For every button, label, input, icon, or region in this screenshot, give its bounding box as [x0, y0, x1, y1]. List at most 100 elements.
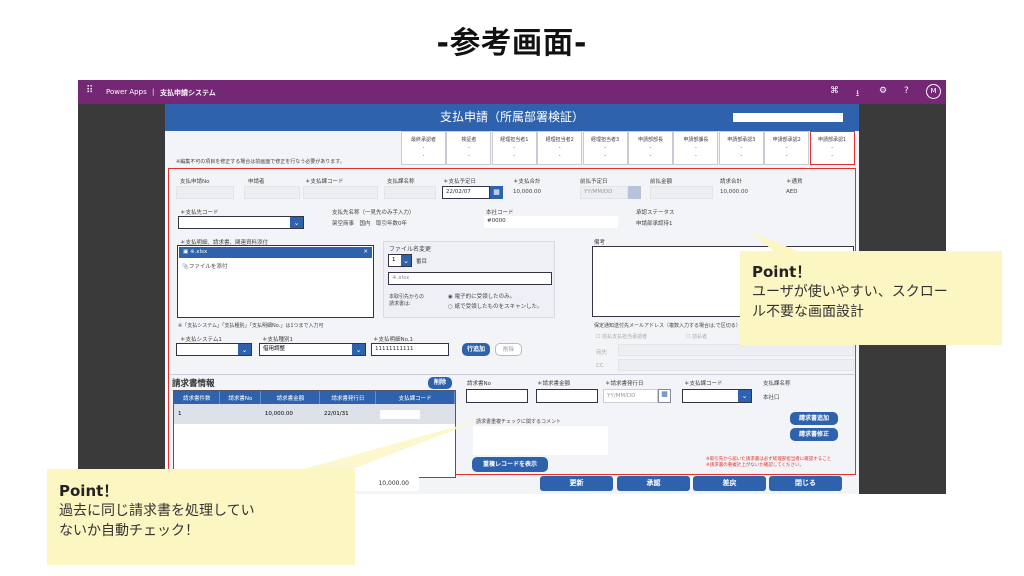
approval-role: 経理担当者3 [591, 137, 620, 143]
approval-column: 申請部課長-- [673, 131, 719, 165]
close-button[interactable]: 閉じる [769, 476, 842, 491]
mail-check-2[interactable]: ☐ 前払者 [686, 334, 708, 340]
paperclip-icon: 📎 [182, 264, 189, 270]
help-icon[interactable]: ? [904, 86, 909, 96]
cc-label: CC [596, 363, 604, 369]
approval-role: 申請部課長 [683, 137, 709, 143]
system-name: 支払申請システム [160, 89, 216, 97]
top-bar: ⠿ Power Apps | 支払申請システム ⌘ ⭳ ⚙ ? M [78, 80, 946, 104]
detail-no-input[interactable]: 11111111111 [371, 343, 449, 356]
add-file-link[interactable]: 📎ファイルを添付 [182, 264, 228, 270]
approval-column: 経理担当者1-- [491, 131, 537, 165]
invoice-date-input[interactable]: YY/MM/DD [603, 389, 658, 403]
field-label: 前払予定日 [580, 179, 608, 185]
mail-label: 保定通知送付先メールアドレス（複数入力する場合は;で区切る） [594, 323, 741, 329]
waffle-icon[interactable]: ⠿ [86, 85, 94, 96]
calendar-icon[interactable]: ▦ [658, 389, 671, 403]
update-button[interactable]: 更新 [540, 476, 613, 491]
invoice-delete-button[interactable]: 削除 [428, 377, 452, 389]
table-cell: 22/01/31 [323, 411, 349, 417]
field-label: 申請者 [248, 179, 265, 185]
callout-tail-2 [300, 420, 480, 470]
remarks-label: 備考 [594, 240, 606, 246]
hq-code-value: #0000 [484, 216, 618, 228]
readonly-field [384, 186, 436, 199]
chevron-down-icon: ⌄ [738, 390, 751, 402]
avatar[interactable]: M [926, 84, 941, 99]
chevron-down-icon: ⌄ [401, 255, 411, 266]
field-label: ＊支払課コード [305, 179, 344, 185]
prepay-amount-input [650, 186, 713, 199]
system-note: ※「支払システム」「支払種別」「支払明細No.」は1つまで入力可 [178, 323, 324, 329]
approval-column: 申請部承認3-- [718, 131, 764, 165]
vendor-code-dropdown[interactable]: ⌄ [178, 216, 304, 229]
readonly-field [176, 186, 234, 199]
attach-label: ＊支払明細、請求書、関連資料添付 [180, 240, 269, 246]
file-index-suffix: 番目 [416, 259, 428, 265]
vendor-name-label: 支払先名称（一見先のみ手入力） [332, 210, 415, 216]
approval-role: 申請部承認2 [772, 137, 801, 143]
type-dropdown[interactable]: 借用調整⌄ [259, 343, 366, 356]
fullscreen-icon[interactable]: ⌘ [830, 86, 839, 96]
approval-column: 検証者-- [446, 131, 492, 165]
add-row-button[interactable]: 行追加 [462, 343, 490, 356]
app-name: Power Apps [106, 88, 147, 96]
callout-line: ユーザが使いやすい、スクロー [752, 284, 948, 300]
field-label: ＊通貨 [786, 179, 803, 185]
radio-selected-icon: ◉ [448, 294, 455, 300]
approval-role: 経理担当者1 [500, 137, 529, 143]
readonly-field [303, 186, 378, 199]
field-label: 前払金額 [650, 179, 673, 185]
invoice-dept-dropdown[interactable]: ⌄ [682, 389, 752, 403]
callout-title: Point！ [59, 482, 119, 500]
hq-code-label: 本社コード [486, 210, 514, 216]
show-duplicates-button[interactable]: 重複レコードを表示 [472, 457, 548, 472]
filename-input[interactable]: ※.xlsx [388, 272, 552, 285]
column-header: 支払課コード [375, 391, 455, 404]
delete-row-button[interactable]: 削除 [495, 343, 522, 356]
radio-label: 本取引先からの請求書は: [389, 294, 425, 307]
to-input [618, 344, 854, 356]
prepay-date-input: YY/MM/DD [580, 186, 628, 199]
chevron-down-icon: ⌄ [290, 217, 303, 228]
system-label: ＊支払システム1 [180, 337, 222, 343]
edit-invoice-button[interactable]: 請求書修正 [790, 428, 838, 441]
detail-no-label: ＊支払明細No.1 [373, 337, 414, 343]
download-icon[interactable]: ⭳ [856, 89, 860, 99]
attachment-box[interactable]: ▣ ※.xlsx ✕ 📎ファイルを添付 [177, 245, 374, 318]
invoice-amount-input[interactable] [536, 389, 598, 403]
callout-tail-1 [750, 232, 800, 252]
mail-check-1[interactable]: ☐ 前払支払担当承認者 [596, 334, 648, 340]
column-header: 請求書No [219, 391, 262, 404]
dept-code-cell-box [379, 409, 420, 419]
approval-column: 最終承認者-- [401, 131, 446, 165]
invoice-field-label: 支払課名称 [763, 381, 791, 387]
settings-icon[interactable]: ⚙ [879, 86, 888, 96]
radio-scanned[interactable]: ○ 紙で受領したものをスキャンした。 [448, 304, 543, 310]
rename-label: ファイル名変更 [389, 246, 432, 253]
remove-file-icon[interactable]: ✕ [363, 249, 368, 255]
attached-file[interactable]: ▣ ※.xlsx ✕ [179, 247, 372, 258]
file-icon: ▣ [183, 249, 190, 255]
column-header: 請求書金額 [260, 391, 321, 404]
comment-textarea[interactable] [473, 426, 608, 455]
approval-role: 申請部承認1 [818, 137, 847, 143]
approval-column: 申請部承認1-- [809, 131, 855, 165]
approve-button[interactable]: 承認 [617, 476, 690, 491]
file-index-dropdown[interactable]: 1⌄ [388, 254, 412, 267]
calendar-icon[interactable]: ▦ [490, 186, 503, 199]
system-dropdown[interactable]: ⌄ [176, 343, 252, 356]
reject-button[interactable]: 差戻 [693, 476, 766, 491]
invoice-dept-name: 本社口 [763, 395, 780, 401]
add-invoice-button[interactable]: 請求書追加 [790, 412, 838, 425]
approval-role: 最終承認者 [410, 137, 436, 143]
page-title: 支払申請（所属部署検証） [439, 110, 584, 124]
radio-electronic[interactable]: ◉ 電子的に受領したのみ。 [448, 294, 516, 300]
payment-date-input[interactable]: 22/02/07 [442, 186, 490, 199]
to-label: 宛先 [596, 350, 608, 356]
invoice-no-input[interactable] [466, 389, 528, 403]
currency-value: AED [786, 189, 798, 195]
